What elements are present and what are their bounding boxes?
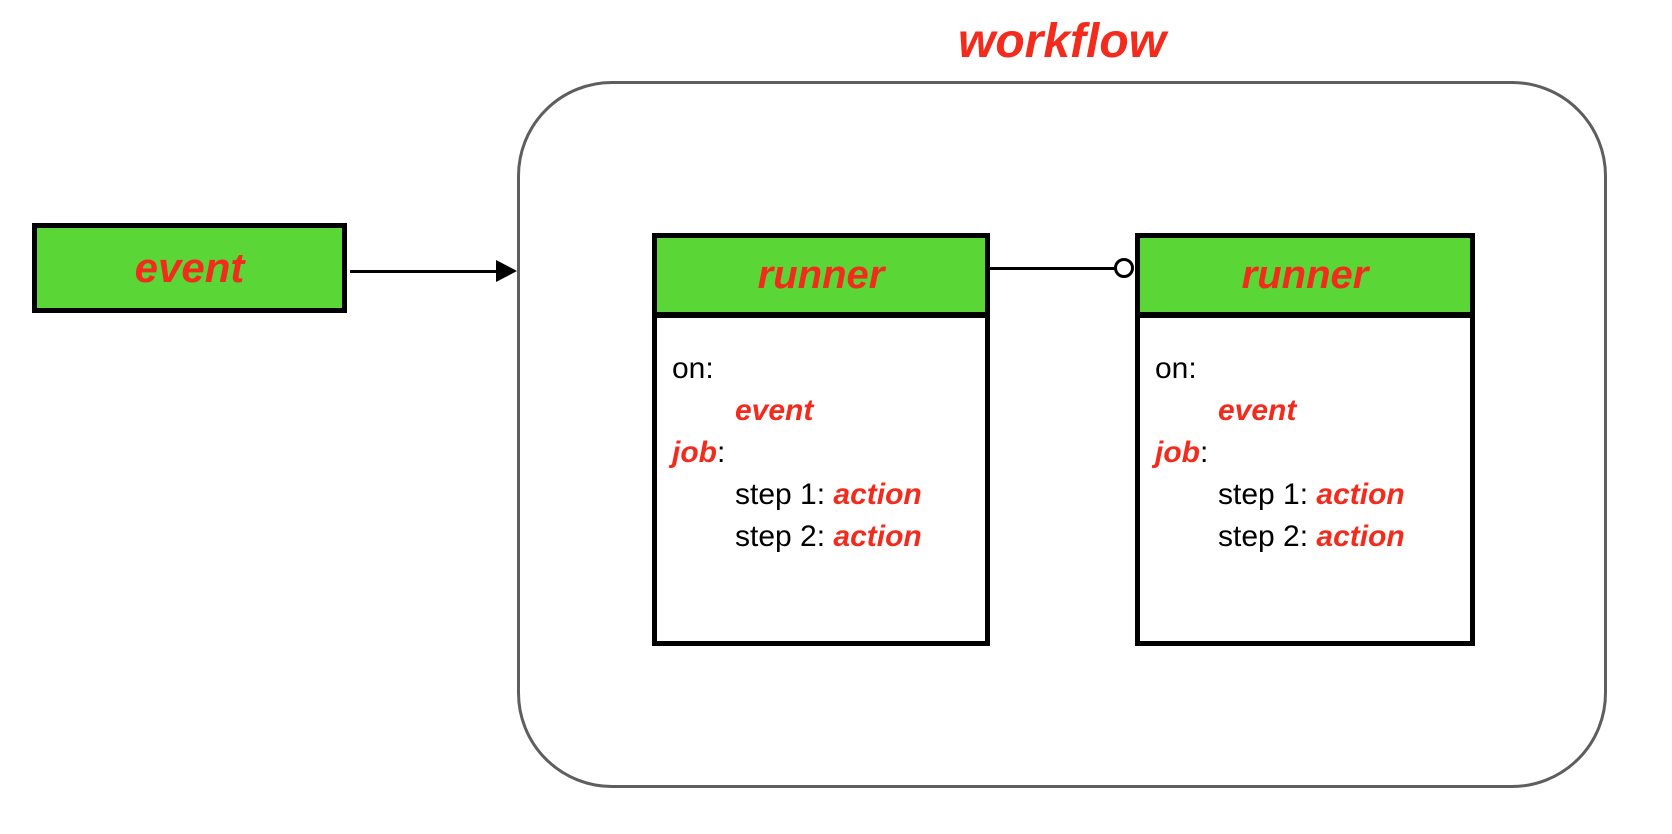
runner-1-line-step2: step 2: action bbox=[672, 516, 985, 558]
runner-connector-line bbox=[990, 267, 1115, 270]
on-label: on: bbox=[1155, 352, 1197, 385]
step1-label: step 1: bbox=[735, 478, 834, 511]
job-colon: : bbox=[717, 436, 726, 469]
runner-2-header: runner bbox=[1140, 238, 1470, 318]
runner-1-line-event: event bbox=[672, 390, 985, 432]
runner-box-1: runner on: event job: step 1: action ste… bbox=[652, 233, 990, 646]
step2-label: step 2: bbox=[735, 520, 834, 553]
runner-1-header: runner bbox=[657, 238, 985, 318]
arrowhead-icon bbox=[496, 260, 517, 282]
event-value: event bbox=[735, 394, 814, 427]
runner-2-body: on: event job: step 1: action step 2: ac… bbox=[1140, 318, 1470, 558]
runner-2-line-job: job: bbox=[1155, 432, 1470, 474]
workflow-container bbox=[517, 81, 1607, 788]
runner-1-title: runner bbox=[757, 252, 885, 297]
job-label: job bbox=[1155, 436, 1200, 469]
step1-action-value: action bbox=[833, 478, 922, 511]
step1-action-value: action bbox=[1316, 478, 1405, 511]
event-value: event bbox=[1218, 394, 1297, 427]
job-colon: : bbox=[1200, 436, 1209, 469]
workflow-title: workflow bbox=[957, 15, 1166, 68]
runner-2-line-step2: step 2: action bbox=[1155, 516, 1470, 558]
runner-2-line-event: event bbox=[1155, 390, 1470, 432]
runner-1-body: on: event job: step 1: action step 2: ac… bbox=[657, 318, 985, 558]
runner-1-line-job: job: bbox=[672, 432, 985, 474]
step1-label: step 1: bbox=[1218, 478, 1317, 511]
job-label: job bbox=[672, 436, 717, 469]
step2-action-value: action bbox=[1316, 520, 1405, 553]
on-label: on: bbox=[672, 352, 714, 385]
interface-open-circle-icon bbox=[1114, 258, 1134, 278]
step2-action-value: action bbox=[833, 520, 922, 553]
event-box-label: event bbox=[134, 244, 245, 291]
runner-1-line-step1: step 1: action bbox=[672, 474, 985, 516]
event-box: event bbox=[32, 223, 347, 313]
runner-box-2: runner on: event job: step 1: action ste… bbox=[1135, 233, 1475, 646]
step2-label: step 2: bbox=[1218, 520, 1317, 553]
runner-2-line-on: on: bbox=[1155, 348, 1470, 390]
runner-2-line-step1: step 1: action bbox=[1155, 474, 1470, 516]
runner-2-title: runner bbox=[1241, 252, 1369, 297]
event-to-workflow-arrow-line bbox=[350, 270, 498, 273]
runner-1-line-on: on: bbox=[672, 348, 985, 390]
